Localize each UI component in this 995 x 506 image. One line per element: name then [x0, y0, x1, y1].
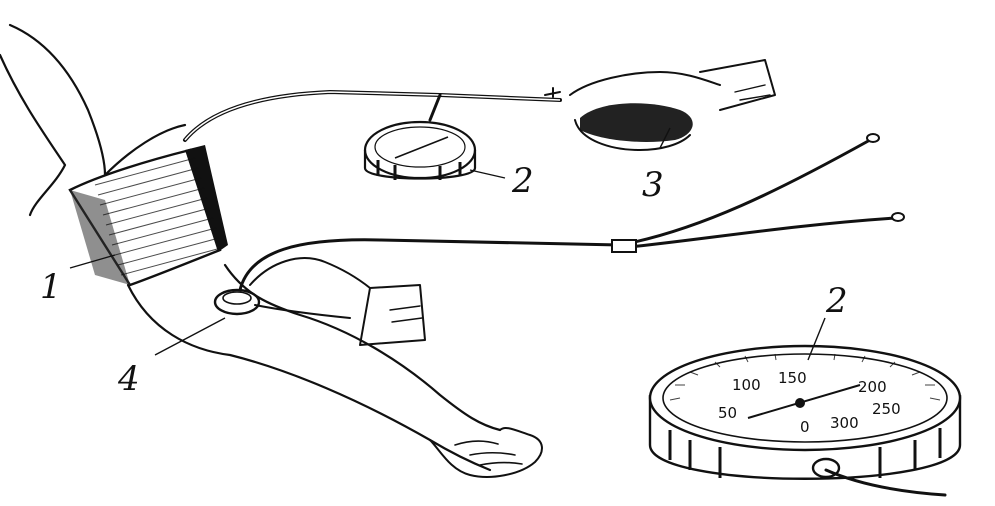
arm	[0, 25, 542, 477]
scale-200: 200	[858, 378, 887, 396]
label-bulb: 3	[642, 165, 664, 205]
scale-250: 250	[872, 400, 901, 418]
label-stethoscope-head: 4	[117, 359, 140, 399]
scale-300: 300	[830, 414, 859, 432]
label-small-gauge: 2	[511, 161, 534, 201]
label-large-gauge: 2	[825, 281, 848, 321]
scale-100: 100	[732, 376, 761, 394]
cuff-tubing	[185, 92, 560, 140]
stethoscope-head	[215, 258, 425, 345]
label-cuff: 1	[40, 267, 62, 307]
stethoscope-tubing	[240, 134, 904, 290]
scale-150: 150	[778, 369, 807, 387]
scale-50: 50	[718, 404, 737, 422]
inflation-bulb	[545, 60, 775, 150]
small-gauge	[365, 122, 475, 180]
scale-0: 0	[800, 418, 810, 436]
cuff	[70, 145, 228, 285]
